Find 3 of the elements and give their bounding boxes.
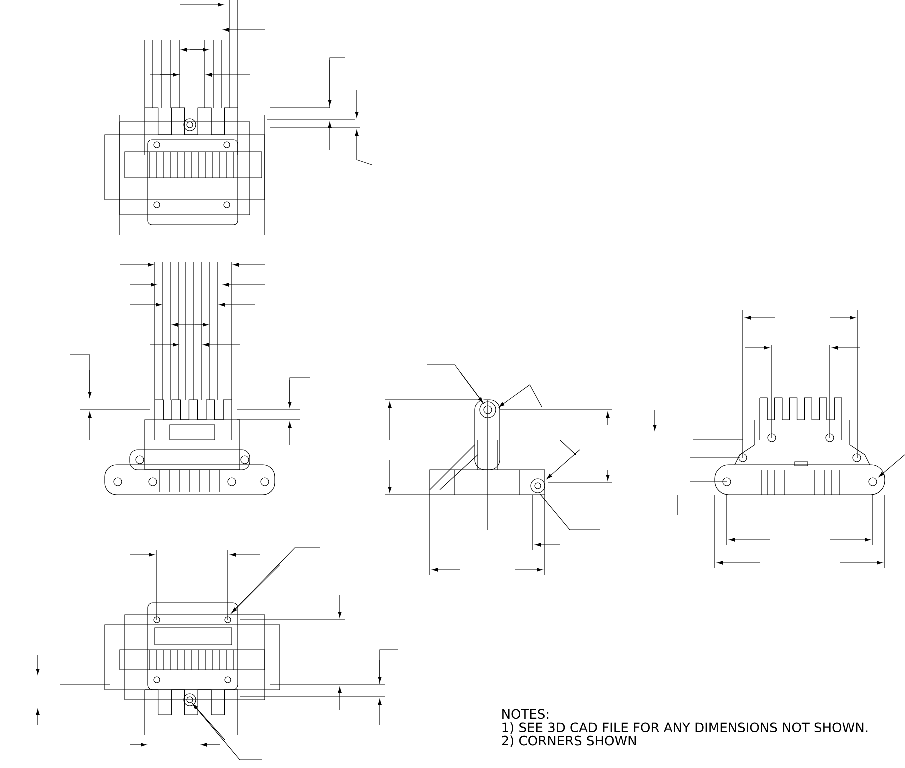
note-text: NOTES: bbox=[502, 709, 549, 720]
note-text: 1) SEE 3D CAD FILE FOR ANY DIMENSIONS NOT SHOWN. bbox=[502, 722, 868, 734]
note-text: 2) CORNERS SHOWN bbox=[502, 736, 636, 748]
